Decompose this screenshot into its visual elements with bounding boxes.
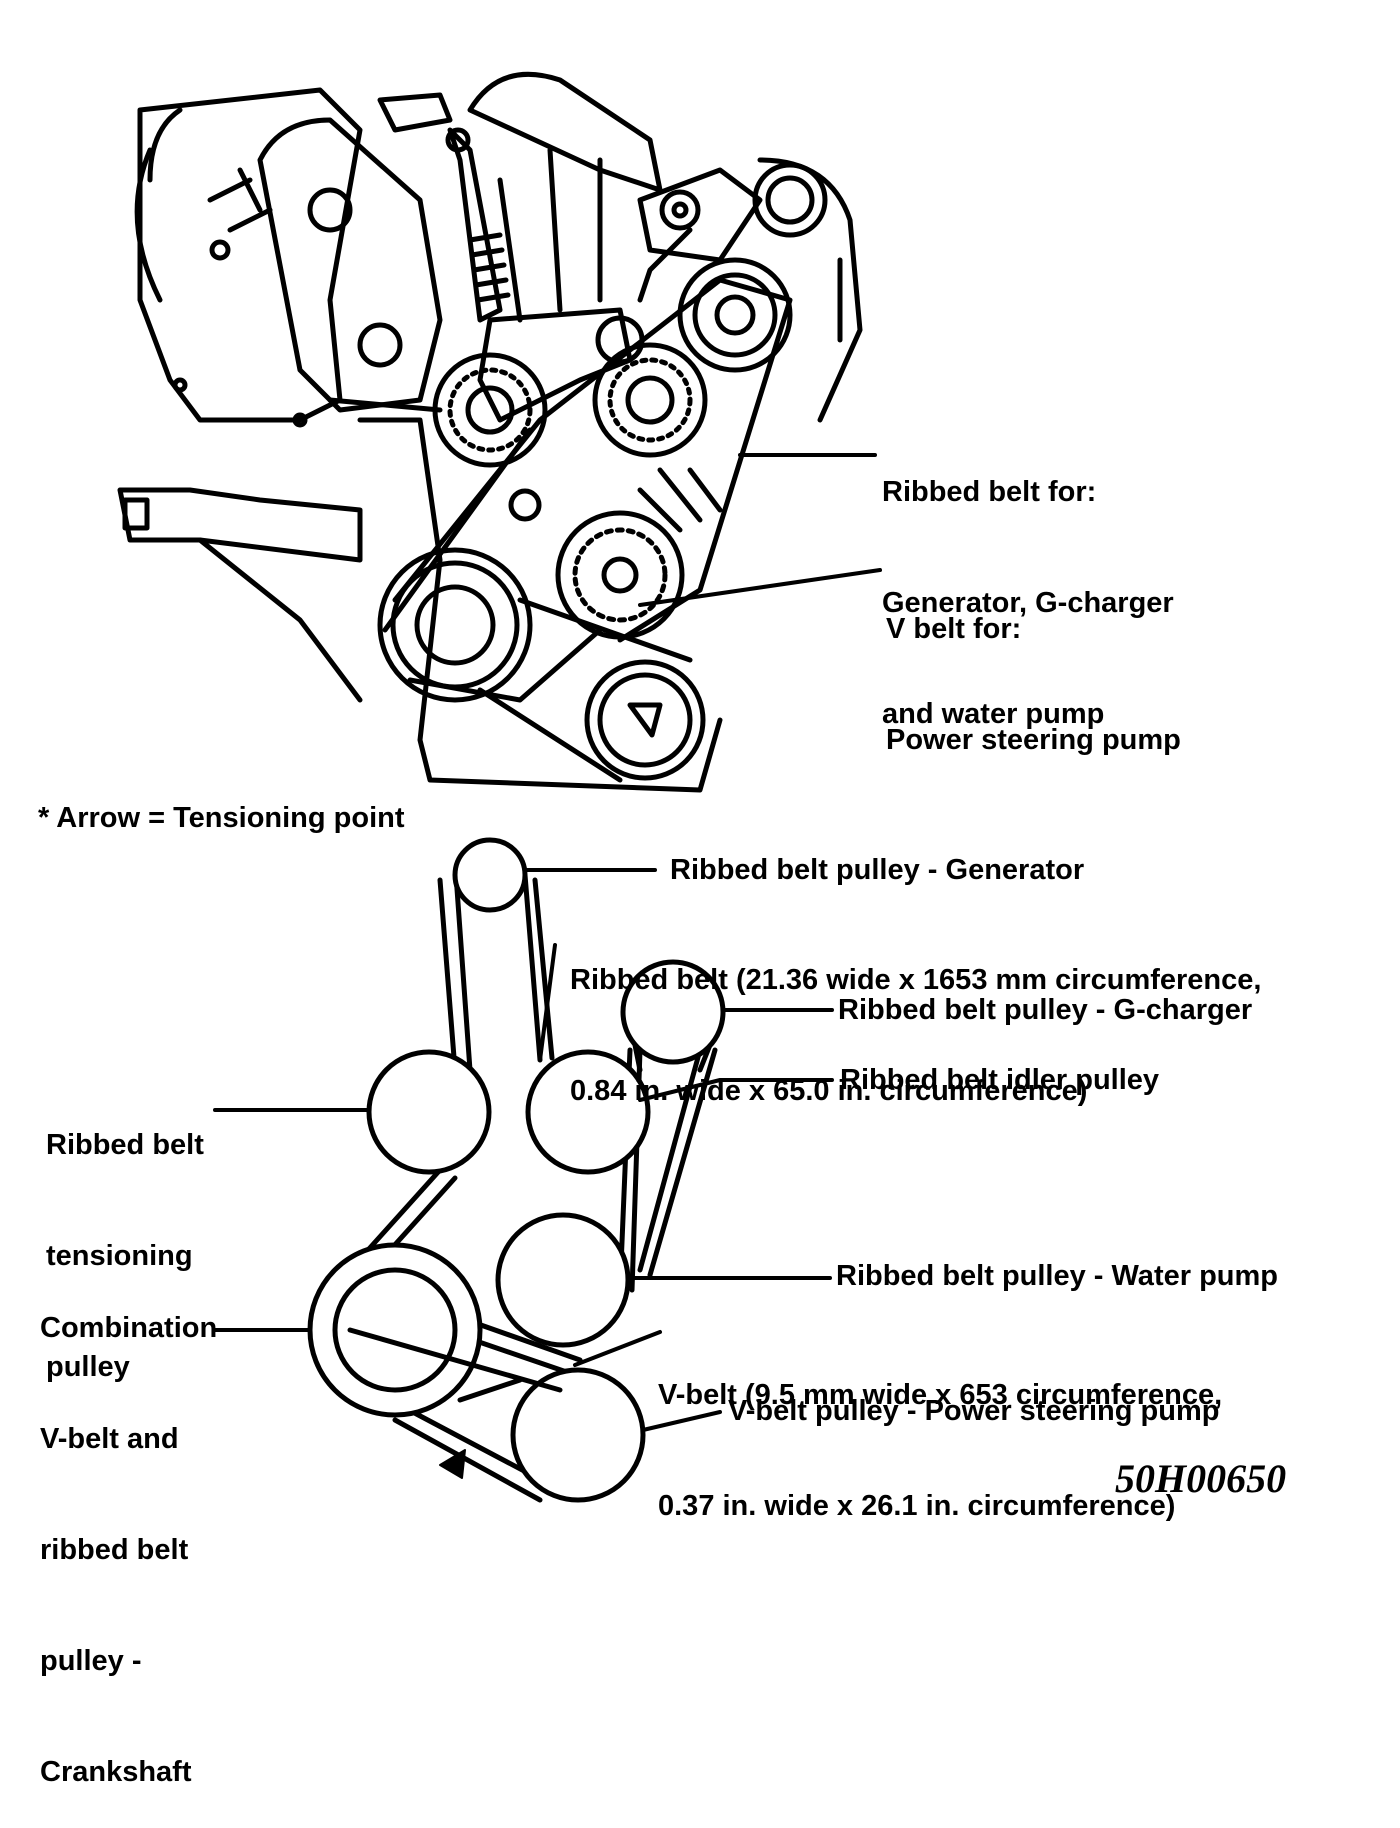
- label-gcharger-pulley: Ribbed belt pulley - G-charger: [838, 994, 1253, 1026]
- leader-lines-bottom: [213, 868, 834, 1432]
- label-line: Ribbed belt: [46, 1129, 204, 1161]
- label-line: Ribbed belt (21.36 wide x 1653 mm circum…: [570, 964, 1262, 996]
- label-line: pulley: [46, 1351, 130, 1383]
- tensioning-pulley-circle: [366, 1049, 492, 1175]
- label-line: Combination: [40, 1312, 218, 1344]
- label-line: Generator, G-charger: [882, 587, 1174, 619]
- power-steering-pulley-circle: [510, 1367, 646, 1503]
- tensioning-note: * Arrow = Tensioning point: [38, 802, 405, 834]
- belt-schematic: [307, 837, 726, 1503]
- label-line: V-belt and: [40, 1423, 179, 1455]
- idler-pulley-circle: [525, 1049, 651, 1175]
- label-line: pulley -: [40, 1645, 142, 1677]
- label-line: 0.37 in. wide x 26.1 in. circumference): [658, 1490, 1176, 1522]
- label-water-pump-pulley: Ribbed belt pulley - Water pump: [836, 1260, 1278, 1292]
- label-line: and water pump: [882, 698, 1105, 730]
- label-line: V belt for:: [886, 613, 1022, 645]
- label-v-belt-for: V belt for: Power steering pump: [886, 537, 1181, 796]
- engine-drawing: [117, 71, 863, 793]
- generator-pulley-circle: [452, 837, 528, 913]
- figure-code: 50H00650: [1115, 1456, 1287, 1501]
- label-line: Crankshaft: [40, 1756, 192, 1788]
- label-line: ribbed belt: [40, 1534, 189, 1566]
- label-line: Ribbed belt for:: [882, 476, 1097, 508]
- crankshaft-pulley-inner: [332, 1267, 458, 1393]
- label-v-belt-spec: V-belt (9.5 mm wide x 653 circumference,…: [658, 1303, 1222, 1562]
- label-ribbed-belt-spec: Ribbed belt (21.36 wide x 1653 mm circum…: [570, 888, 1261, 1147]
- label-idler-pulley: Ribbed belt idler pulley: [840, 1064, 1160, 1096]
- label-line: tensioning: [46, 1240, 193, 1272]
- label-ribbed-belt-for: Ribbed belt for: Generator, G-charger an…: [882, 400, 1174, 770]
- label-line: V-belt (9.5 mm wide x 653 circumference,: [658, 1379, 1223, 1411]
- label-power-steering-pulley: V-belt pulley - Power steering pump: [728, 1395, 1220, 1427]
- label-generator-pulley: Ribbed belt pulley - Generator: [670, 854, 1085, 886]
- label-tensioning-pulley: Ribbed belt tensioning pulley: [46, 1053, 204, 1423]
- water-pump-pulley-circle: [495, 1212, 631, 1348]
- label-line: Power steering pump: [886, 724, 1181, 756]
- belt-routing-illustration: [117, 71, 882, 1503]
- leader-v-belt: [638, 568, 882, 607]
- label-crankshaft-pulley: Combination V-belt and ribbed belt pulle…: [40, 1236, 217, 1828]
- label-line: 0.84 in. wide x 65.0 in. circumference): [570, 1075, 1088, 1107]
- tension-arrow-icon: [439, 1449, 466, 1479]
